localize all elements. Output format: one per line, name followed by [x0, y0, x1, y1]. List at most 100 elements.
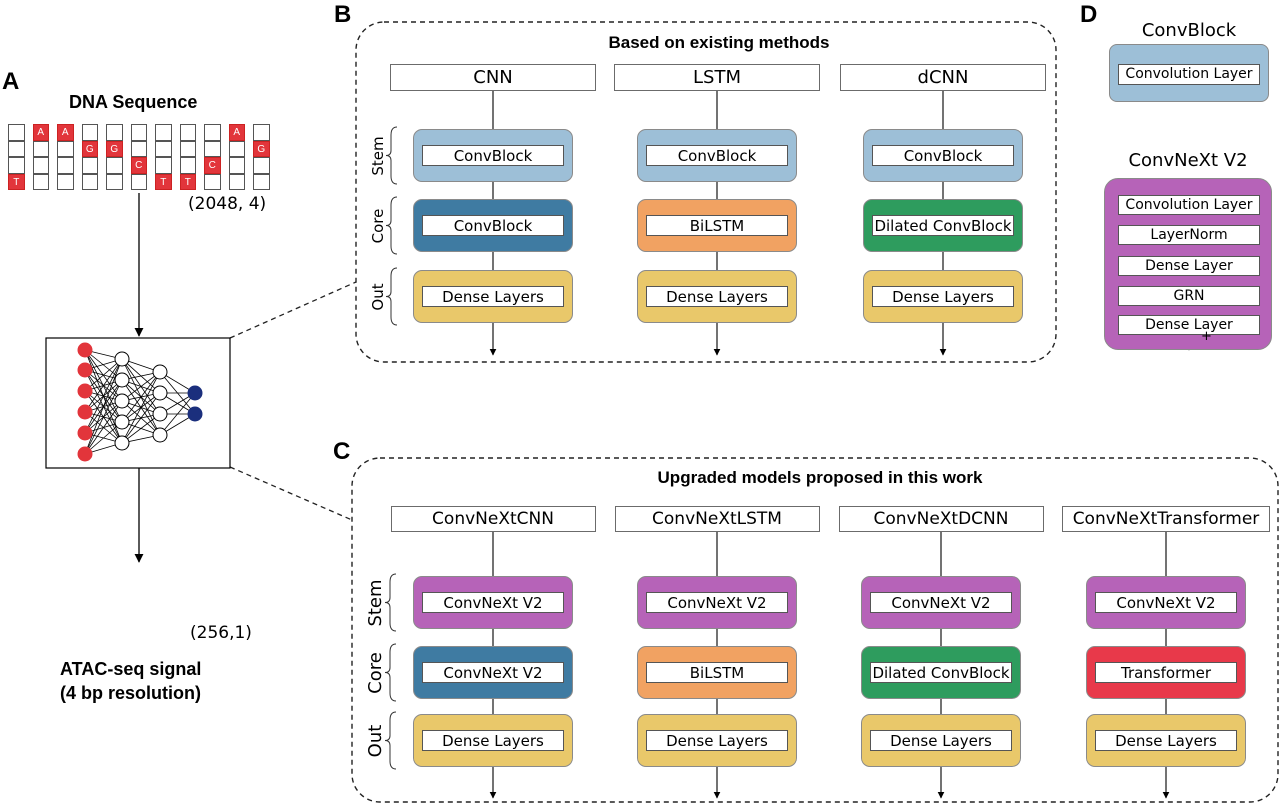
- model-header: CNN: [390, 64, 596, 91]
- nn-hidden-node: [114, 414, 130, 430]
- nn-hidden-node: [114, 372, 130, 388]
- dna-empty-cell: [155, 124, 172, 141]
- row-label-core: Core: [365, 651, 386, 694]
- dna-empty-cell: [81, 157, 98, 174]
- model-header: dCNN: [840, 64, 1046, 91]
- nn-input-node: [77, 342, 93, 358]
- dna-empty-cell: [106, 124, 123, 141]
- dna-empty-cell: [204, 140, 221, 157]
- nn-hidden-node: [152, 364, 168, 380]
- dna-empty-cell: [81, 124, 98, 141]
- nn-edge: [121, 371, 161, 402]
- core-layer-label: BiLSTM: [646, 215, 788, 236]
- row-brace: [385, 267, 398, 326]
- panel-b-title: Based on existing methods: [608, 33, 830, 52]
- stem-layer-label: ConvBlock: [872, 145, 1014, 166]
- dna-empty-cell: [57, 173, 74, 190]
- dna-empty-cell: [253, 173, 270, 190]
- dna-base-cell: G: [253, 140, 270, 157]
- dna-empty-cell: [106, 173, 123, 190]
- nn-edge: [84, 358, 123, 434]
- convnext-v2-title: ConvNeXt V2: [1128, 150, 1248, 171]
- core-layer-label: ConvBlock: [422, 215, 564, 236]
- nn-input-node: [77, 362, 93, 378]
- stem-layer-label: ConvBlock: [422, 145, 564, 166]
- row-brace: [385, 126, 398, 185]
- dna-empty-cell: [130, 124, 147, 141]
- out-layer-label: Dense Layers: [1095, 730, 1237, 751]
- dna-empty-cell: [228, 140, 245, 157]
- panel-b-frame: [355, 21, 1057, 363]
- nn-hidden-node: [152, 427, 168, 443]
- nn-input-node: [77, 446, 93, 462]
- row-label-stem: Stem: [365, 578, 386, 627]
- nn-edge: [121, 392, 161, 444]
- dna-empty-cell: [81, 173, 98, 190]
- nn-edge: [84, 421, 123, 455]
- dna-empty-cell: [32, 140, 49, 157]
- dna-empty-cell: [57, 140, 74, 157]
- nn-edge: [159, 392, 196, 436]
- model-header: ConvNeXtTransformer: [1062, 506, 1270, 532]
- nn-hidden-node: [152, 385, 168, 401]
- nn-hidden-node: [114, 351, 130, 367]
- stem-layer-label: ConvBlock: [646, 145, 788, 166]
- stem-layer-label: ConvNeXt V2: [422, 592, 564, 613]
- zoom-line-c: [229, 466, 353, 521]
- panel-c-letter: C: [333, 438, 351, 465]
- nn-edge: [84, 358, 123, 392]
- nn-edge: [121, 371, 161, 423]
- stem-layer-label: ConvNeXt V2: [870, 592, 1012, 613]
- dna-empty-cell: [253, 157, 270, 174]
- row-brace: [384, 573, 397, 632]
- dna-empty-cell: [8, 124, 25, 141]
- dna-base-cell: T: [155, 173, 172, 190]
- out-layer-label: Dense Layers: [422, 730, 564, 751]
- nn-input-node: [77, 383, 93, 399]
- dna-empty-cell: [32, 157, 49, 174]
- dna-empty-cell: [204, 173, 221, 190]
- dna-empty-cell: [106, 157, 123, 174]
- dna-base-cell: G: [106, 140, 123, 157]
- dna-base-cell: T: [8, 173, 25, 190]
- model-header: ConvNeXtDCNN: [838, 506, 1044, 532]
- nn-hidden-node: [114, 393, 130, 409]
- stem-layer-label: ConvNeXt V2: [646, 592, 788, 613]
- nn-hidden-node: [114, 435, 130, 451]
- model-header: LSTM: [614, 64, 820, 91]
- dna-base-cell: A: [228, 124, 245, 141]
- dna-shape-label: (2048, 4): [188, 194, 267, 214]
- out-layer-label: Dense Layers: [872, 286, 1014, 307]
- nn-output-node: [187, 385, 203, 401]
- convnext-layer: Dense Layer: [1118, 315, 1260, 335]
- nn-hidden-node: [152, 406, 168, 422]
- dna-empty-cell: [253, 124, 270, 141]
- nn-edge: [84, 358, 123, 455]
- dna-empty-cell: [179, 140, 196, 157]
- core-layer-label: Dilated ConvBlock: [870, 662, 1012, 683]
- core-layer-label: Dilated ConvBlock: [872, 215, 1014, 236]
- dna-empty-cell: [179, 124, 196, 141]
- row-brace: [385, 196, 398, 255]
- nn-input-node: [77, 425, 93, 441]
- row-label-out: Out: [365, 724, 386, 757]
- convnext-layer: LayerNorm: [1118, 225, 1260, 245]
- dna-empty-cell: [179, 157, 196, 174]
- out-layer-label: Dense Layers: [870, 730, 1012, 751]
- out-layer-label: Dense Layers: [646, 730, 788, 751]
- residual-plus-sign: +: [1201, 329, 1212, 344]
- dna-empty-cell: [228, 173, 245, 190]
- dna-empty-cell: [130, 173, 147, 190]
- dna-empty-cell: [228, 157, 245, 174]
- convblock-title: ConvBlock: [1141, 20, 1237, 41]
- convnext-layer: GRN: [1118, 286, 1260, 306]
- core-layer-label: ConvNeXt V2: [422, 662, 564, 683]
- out-layer-label: Dense Layers: [646, 286, 788, 307]
- dna-base-cell: A: [57, 124, 74, 141]
- row-brace: [384, 711, 397, 770]
- panel-a-letter: A: [2, 68, 20, 95]
- convnext-layer: Convolution Layer: [1118, 195, 1260, 215]
- convblock-convolution-layer: Convolution Layer: [1118, 64, 1260, 85]
- dna-base-cell: A: [32, 124, 49, 141]
- row-label-stem: Stem: [369, 135, 387, 176]
